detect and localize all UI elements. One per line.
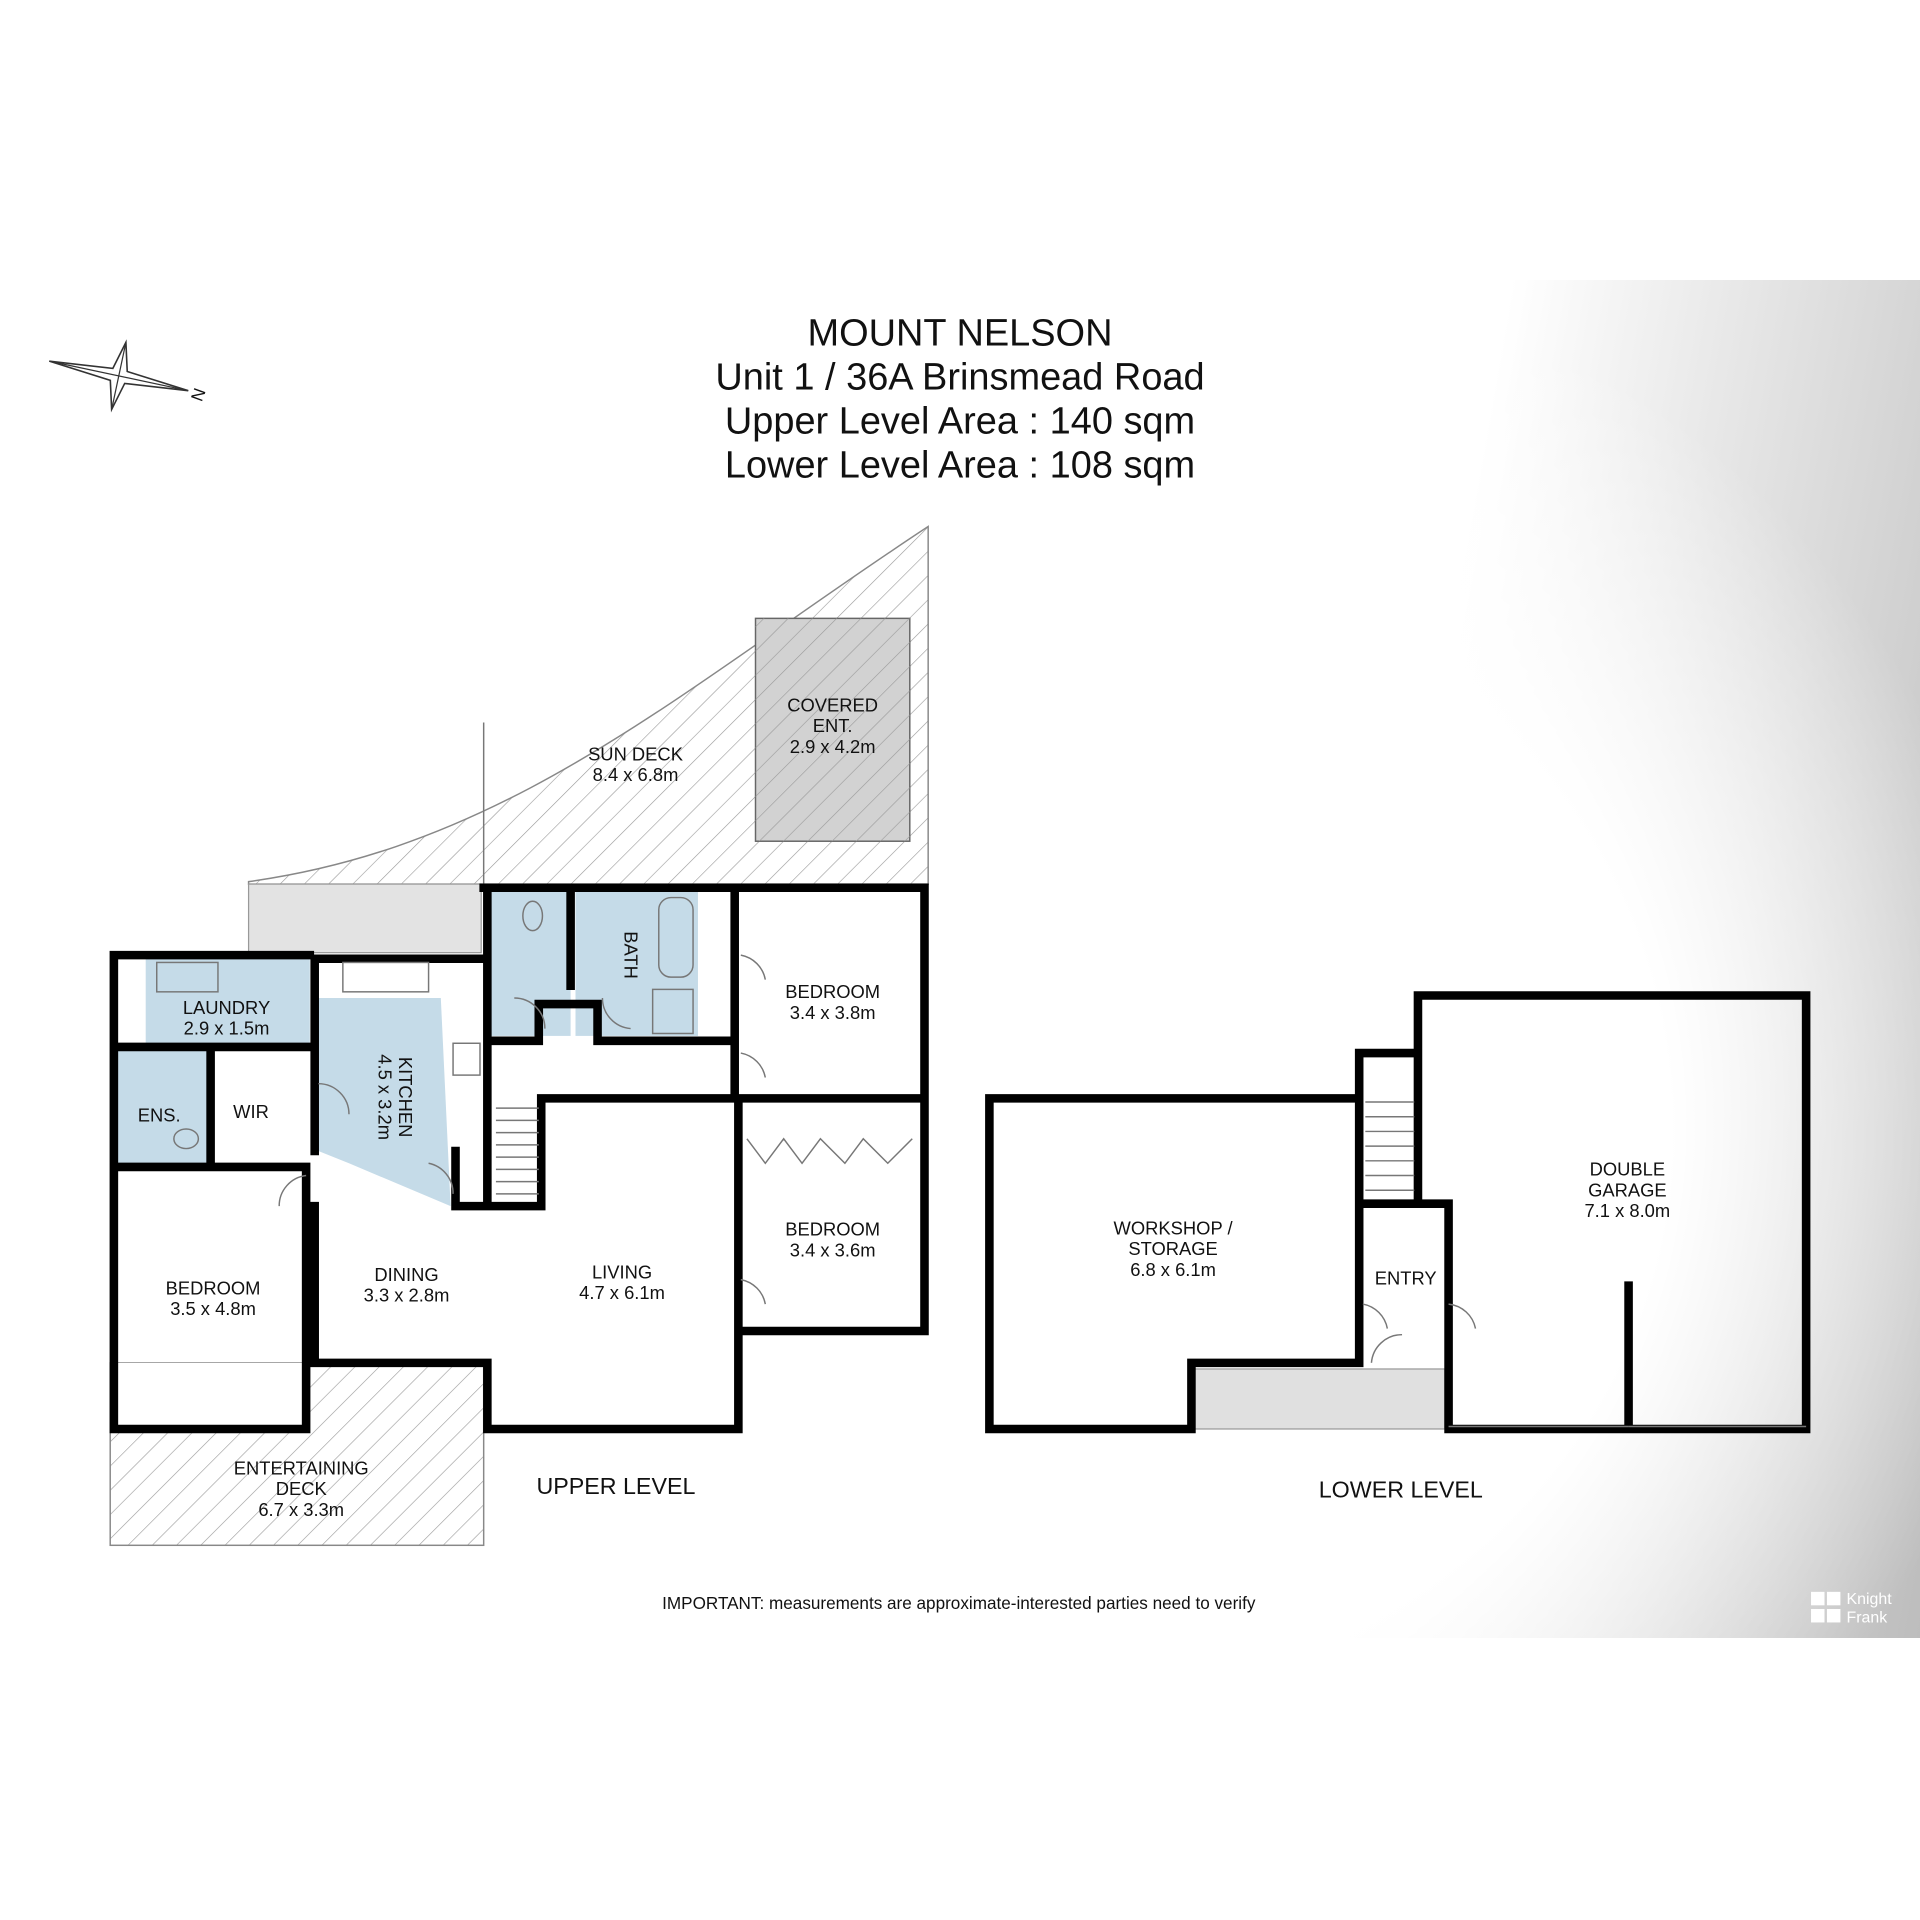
kitchen-sink-icon: [342, 961, 430, 993]
upper-level-plan: SUN DECK 8.4 x 6.8m COVERED ENT. 2.9 x 4…: [109, 525, 929, 1547]
upper-level-label: UPPER LEVEL: [536, 1473, 695, 1499]
deck-label-2: DECK: [276, 1478, 328, 1499]
garage-label-2: GARAGE: [1588, 1179, 1667, 1200]
laundry-size: 2.9 x 1.5m: [184, 1018, 270, 1039]
deck-size: 6.7 x 3.3m: [258, 1499, 344, 1520]
bedroom-2-label: BEDROOM: [785, 1219, 880, 1240]
compass-icon: [49, 339, 189, 413]
bedroom-1-size: 3.4 x 3.8m: [790, 1002, 876, 1023]
sun-deck-size: 8.4 x 6.8m: [593, 764, 679, 785]
address: Unit 1 / 36A Brinsmead Road: [715, 356, 1204, 398]
grey-area: [247, 883, 482, 954]
bedroom-3-size: 3.5 x 4.8m: [170, 1298, 256, 1319]
bedroom-2-size: 3.4 x 3.6m: [790, 1239, 876, 1260]
laundry-tub-icon: [156, 961, 219, 993]
bedroom-3-label: BEDROOM: [166, 1277, 261, 1298]
lower-level-label: LOWER LEVEL: [1319, 1477, 1483, 1503]
lower-level-plan: WORKSHOP / STORAGE 6.8 x 6.1m ENTRY DOUB…: [985, 991, 1811, 1503]
living-label: LIVING: [592, 1261, 652, 1282]
toilet-icon: [173, 1128, 200, 1150]
covered-ent-label-2: ENT.: [813, 715, 853, 736]
kitchen-size: 4.5 x 3.2m: [374, 1054, 395, 1140]
knight-frank-logo: Knight Frank: [1811, 1591, 1892, 1626]
ensuite-label: ENS.: [138, 1105, 181, 1126]
garage-label: DOUBLE: [1590, 1159, 1665, 1180]
bedroom-1-label: BEDROOM: [785, 981, 880, 1002]
toilet-icon: [522, 900, 544, 932]
logo-text-2: Frank: [1847, 1609, 1888, 1626]
compass-north-label: N: [187, 385, 210, 403]
covered-ent-size: 2.9 x 4.2m: [790, 736, 876, 757]
covered-ent-label: COVERED: [787, 694, 878, 715]
shower-icon: [651, 988, 694, 1035]
door-swings: [278, 954, 913, 1305]
cooktop-icon: [452, 1042, 481, 1076]
entry-label: ENTRY: [1375, 1267, 1437, 1288]
suburb-title: MOUNT NELSON: [808, 312, 1113, 354]
lower-area: Lower Level Area : 108 sqm: [725, 445, 1195, 487]
bathtub-icon: [658, 896, 694, 978]
garage-size: 7.1 x 8.0m: [1584, 1200, 1670, 1221]
workshop-label-2: STORAGE: [1128, 1238, 1217, 1259]
workshop-label: WORKSHOP /: [1114, 1217, 1234, 1238]
kitchen-label: KITCHEN: [395, 1057, 416, 1138]
deck-label: ENTERTAINING: [234, 1457, 369, 1478]
bath-label: BATH: [620, 931, 641, 979]
logo-text-1: Knight: [1847, 1591, 1893, 1608]
laundry-label: LAUNDRY: [183, 997, 270, 1018]
sun-deck-label: SUN DECK: [588, 743, 684, 764]
upper-area: Upper Level Area : 140 sqm: [725, 400, 1195, 442]
dining-label: DINING: [374, 1264, 438, 1285]
workshop-size: 6.8 x 6.1m: [1130, 1259, 1216, 1280]
disclaimer: IMPORTANT: measurements are approximate-…: [662, 1593, 1256, 1613]
dining-size: 3.3 x 2.8m: [364, 1285, 450, 1306]
wir-label: WIR: [233, 1101, 269, 1122]
living-size: 4.7 x 6.1m: [579, 1282, 665, 1303]
